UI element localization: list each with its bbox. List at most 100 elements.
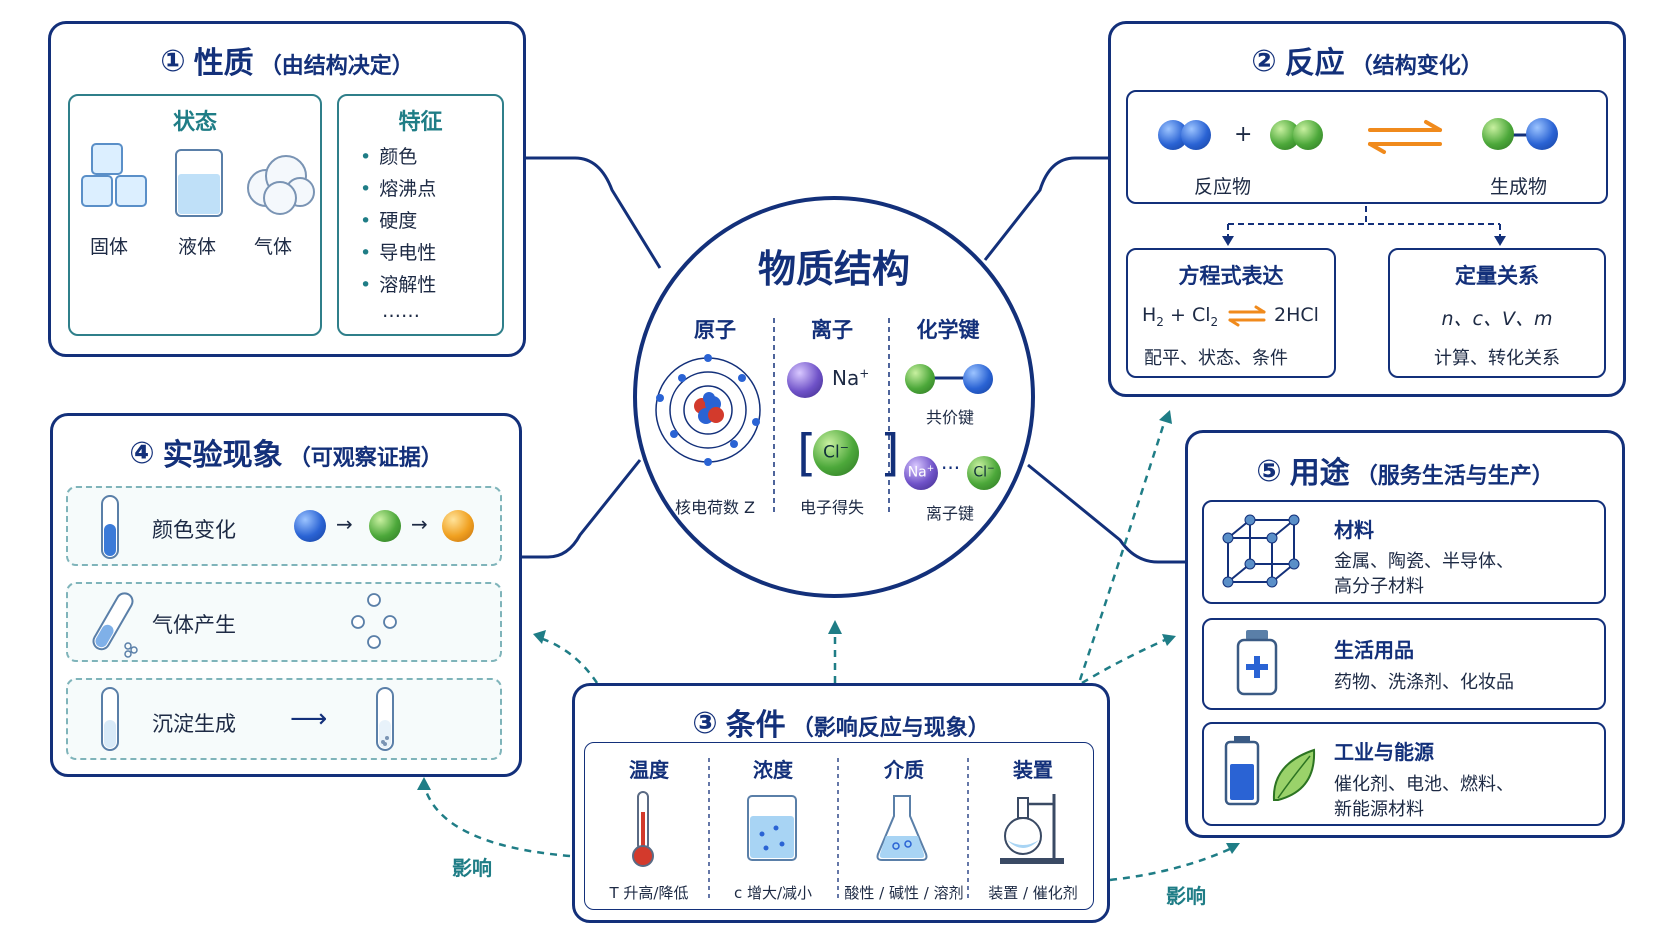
center-circle — [633, 196, 1035, 598]
influence-label-right: 影响 — [1166, 884, 1206, 908]
precipitate-arrow: ⟶ — [290, 704, 328, 734]
product-label: 生成物 — [1490, 176, 1548, 198]
ionic-na-ball — [904, 456, 938, 490]
product-atom-blue — [1526, 118, 1558, 150]
tilted-test-tube-icon — [92, 592, 138, 658]
condition-heading: 装置 — [1013, 758, 1053, 782]
application-heading: 工业与能源 — [1334, 740, 1434, 764]
reactant-label: 反应物 — [1194, 176, 1252, 198]
condition-heading: 介质 — [884, 758, 924, 782]
battery-leaf-icon — [1224, 736, 1316, 806]
equation-heading: 方程式表达 — [1178, 264, 1284, 288]
application-heading: 材料 — [1334, 518, 1374, 542]
color-ball-blue — [294, 510, 326, 542]
color-ball-orange — [442, 510, 474, 542]
phenomenon-row-gas — [66, 582, 502, 662]
condition-caption: 酸性 / 碱性 / 溶剂 — [844, 884, 964, 902]
atom-caption: 核电荷数 Z — [674, 498, 756, 517]
state-solid-label: 固体 — [90, 236, 129, 258]
ionic-bond-label: 离子键 — [925, 504, 974, 523]
medicine-bottle-icon — [1236, 630, 1278, 696]
equation-product: 2HCl — [1274, 304, 1319, 326]
feature-item: 颜色 — [379, 146, 418, 168]
test-tube-precipitate-icon — [376, 687, 394, 751]
equation-formula: H2 + Cl2 — [1142, 304, 1219, 329]
quantitative-heading: 定量关系 — [1455, 264, 1539, 288]
application-desc: 金属、陶瓷、半导体、 — [1334, 551, 1514, 572]
test-tube-blue-icon — [101, 495, 119, 559]
feature-item: 硬度 — [379, 210, 418, 232]
ice-cube-icon — [81, 143, 147, 207]
ionic-cl-ball — [967, 456, 1001, 490]
ion-heading: 离子 — [811, 318, 853, 342]
gas-bubbles-icon — [351, 593, 397, 649]
reactant-molecule-a2 — [1181, 120, 1211, 150]
center-title: 物质结构 — [757, 247, 910, 291]
chloride-ion-label: Cl− — [823, 441, 849, 463]
feature-item: 导电性 — [379, 242, 437, 264]
quantitative-box — [1388, 248, 1606, 378]
apparatus-icon — [1000, 794, 1064, 864]
condition-caption: 装置 / 催化剂 — [988, 884, 1078, 902]
reaction-scheme-box — [1126, 90, 1608, 204]
conditions-inner-box — [584, 742, 1094, 910]
covalent-bond-label: 共价键 — [925, 408, 974, 427]
atom-icon — [655, 354, 761, 466]
bond-heading: 化学键 — [916, 318, 980, 342]
color-arrow: → — [336, 512, 353, 536]
equilibrium-arrow-icon — [1368, 120, 1442, 154]
condition-heading: 浓度 — [753, 758, 793, 782]
phenomenon-label: 气体产生 — [152, 613, 236, 637]
color-arrow: → — [411, 512, 428, 536]
state-gas-label: 气体 — [254, 236, 293, 258]
application-desc: 高分子材料 — [1334, 576, 1424, 597]
test-tube-clear-icon — [101, 687, 119, 751]
features-more: …… — [382, 300, 420, 322]
feature-item: 熔沸点 — [379, 178, 437, 200]
beaker-concentration-icon — [747, 795, 797, 861]
quantitative-vars: n、c、V、m — [1441, 308, 1553, 330]
condition-caption: c 增大/减小 — [733, 884, 813, 902]
feature-item: 溶解性 — [379, 274, 437, 296]
ionic-cl-label: Cl− — [973, 464, 995, 481]
sodium-ion-label: Na+ — [832, 366, 870, 390]
color-ball-green — [369, 510, 401, 542]
state-heading: 状态 — [172, 110, 217, 135]
application-desc: 新能源材料 — [1334, 799, 1424, 820]
reaction-plus: + — [1234, 122, 1253, 147]
application-heading: 生活用品 — [1334, 638, 1414, 662]
covalent-atom-right — [963, 364, 993, 394]
equation-note: 配平、状态、条件 — [1144, 348, 1288, 369]
quantitative-note: 计算、转化关系 — [1434, 348, 1560, 369]
beaker-liquid-icon — [175, 149, 223, 217]
phenomenon-label: 沉淀生成 — [152, 712, 236, 736]
state-liquid-label: 液体 — [178, 236, 217, 258]
cloud-gas-icon — [247, 155, 315, 215]
reactant-molecule-b2 — [1293, 120, 1323, 150]
equation-equilibrium-icon — [1228, 305, 1266, 327]
features-heading: 特征 — [398, 110, 443, 135]
condition-caption: T 升高/降低 — [609, 884, 689, 902]
features-box — [337, 94, 504, 336]
sodium-ion-ball — [787, 362, 823, 398]
covalent-atom-left — [905, 364, 935, 394]
phenomenon-row-color — [66, 486, 502, 566]
ionic-dots: ··· — [941, 456, 961, 480]
atom-heading: 原子 — [694, 318, 736, 342]
influence-label-left: 影响 — [452, 856, 492, 880]
flask-medium-icon — [876, 795, 928, 861]
application-desc: 药物、洗涤剂、化妆品 — [1334, 672, 1514, 693]
chloride-ion-ball — [813, 430, 859, 476]
application-row-industry — [1202, 722, 1606, 826]
features-list: •颜色 •熔沸点 •硬度 •导电性 •溶解性 …… — [360, 146, 437, 322]
condition-heading: 温度 — [629, 758, 669, 782]
cube-lattice-icon — [1222, 514, 1300, 588]
product-atom-green — [1482, 118, 1514, 150]
ionic-na-label: Na+ — [907, 464, 935, 481]
